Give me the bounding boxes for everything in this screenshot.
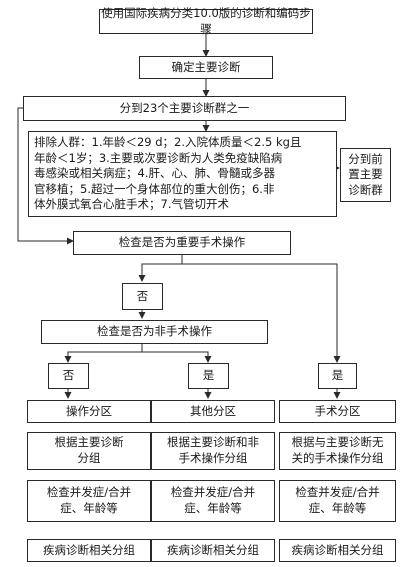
mdc-box: 分到23个主要诊断群之一	[23, 96, 346, 121]
other-check-box: 检查并发症/合并 症、年龄等	[151, 480, 275, 522]
no-box-2: 否	[48, 363, 89, 389]
op-drg-box: 疾病诊断相关分组	[27, 539, 151, 562]
no-box-1: 否	[122, 283, 163, 310]
yes-box-1: 是	[188, 363, 229, 389]
check-major-op-box: 检查是否为重要手术操作	[73, 231, 291, 255]
surgery-drg-box: 疾病诊断相关分组	[279, 539, 396, 562]
surgery-zone-box: 手术分区	[279, 400, 396, 423]
main-dx-box: 确定主要诊断	[139, 56, 273, 79]
exclude-box: 排除人群：1.年龄＜29 d；2.入院体质量＜2.5 kg且 年龄＜1岁；3.主…	[28, 131, 337, 217]
other-group-box: 根据主要诊断和非 手术操作分组	[151, 432, 275, 470]
surgery-check-box: 检查并发症/合并 症、年龄等	[279, 480, 396, 522]
title-box: 使用国际疾病分类10.0版的诊断和编码步骤	[99, 6, 313, 36]
op-check-box: 检查并发症/合并 症、年龄等	[27, 480, 151, 522]
other-drg-box: 疾病诊断相关分组	[151, 539, 275, 562]
other-zone-box: 其他分区	[151, 400, 275, 423]
op-group-box: 根据主要诊断 分组	[27, 432, 151, 470]
pre-mdc-box: 分到前 置主要 诊断群	[340, 148, 391, 202]
op-zone-box: 操作分区	[27, 400, 151, 423]
check-non-op-box: 检查是否为非手术操作	[41, 320, 268, 344]
surgery-group-box: 根据与主要诊断无 关的手术操作分组	[279, 432, 396, 470]
yes-box-2: 是	[318, 363, 357, 389]
